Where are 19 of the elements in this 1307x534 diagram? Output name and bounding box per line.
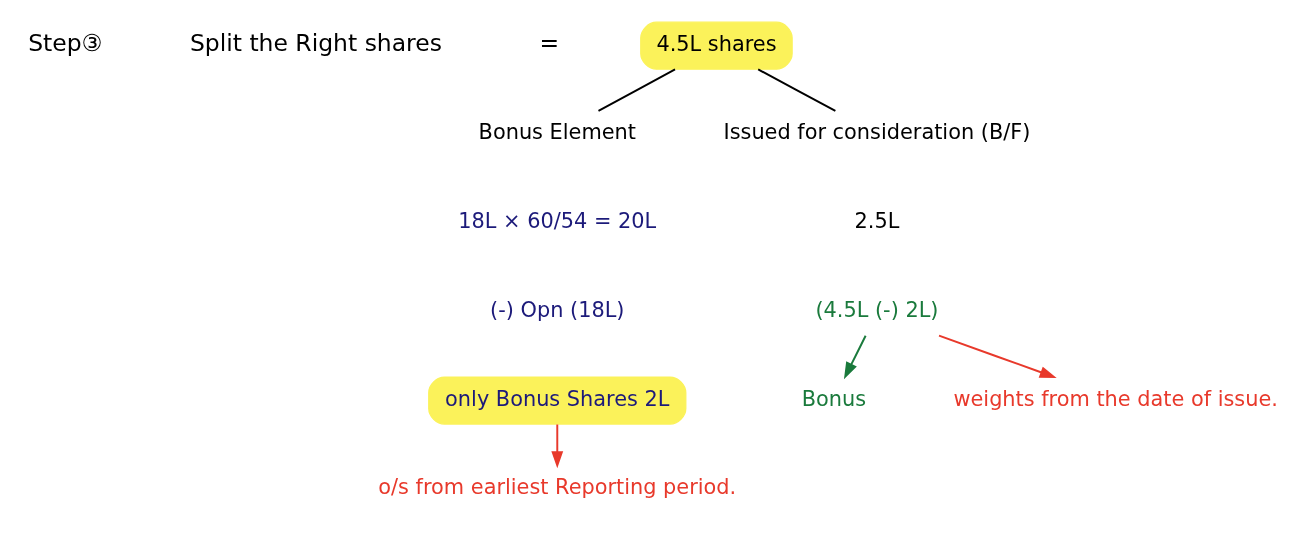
node-text: (4.5L (-) 2L)	[815, 297, 939, 322]
node-text: weights from the date of issue.	[953, 386, 1278, 411]
label: Split the Right shares	[189, 28, 442, 57]
arrow	[938, 334, 1057, 378]
label: Step③	[28, 28, 103, 57]
node-text: Issued for consideration (B/F)	[723, 119, 1031, 144]
connector	[597, 67, 676, 112]
node-text: Bonus	[801, 386, 867, 411]
node-text: Bonus Element	[478, 119, 636, 144]
node-box: only Bonus Shares 2L	[428, 375, 687, 425]
arrow	[843, 334, 867, 379]
node-text: (-) Opn (18L)	[490, 297, 625, 322]
connector	[757, 67, 837, 112]
node-box: 4.5L shares	[640, 21, 793, 70]
label: =	[539, 28, 560, 57]
arrow	[551, 423, 564, 468]
node-text: 18L × 60/54 = 20L	[458, 208, 657, 233]
node-text: o/s from earliest Reporting period.	[378, 474, 737, 499]
node-text: 2.5L	[854, 208, 900, 233]
